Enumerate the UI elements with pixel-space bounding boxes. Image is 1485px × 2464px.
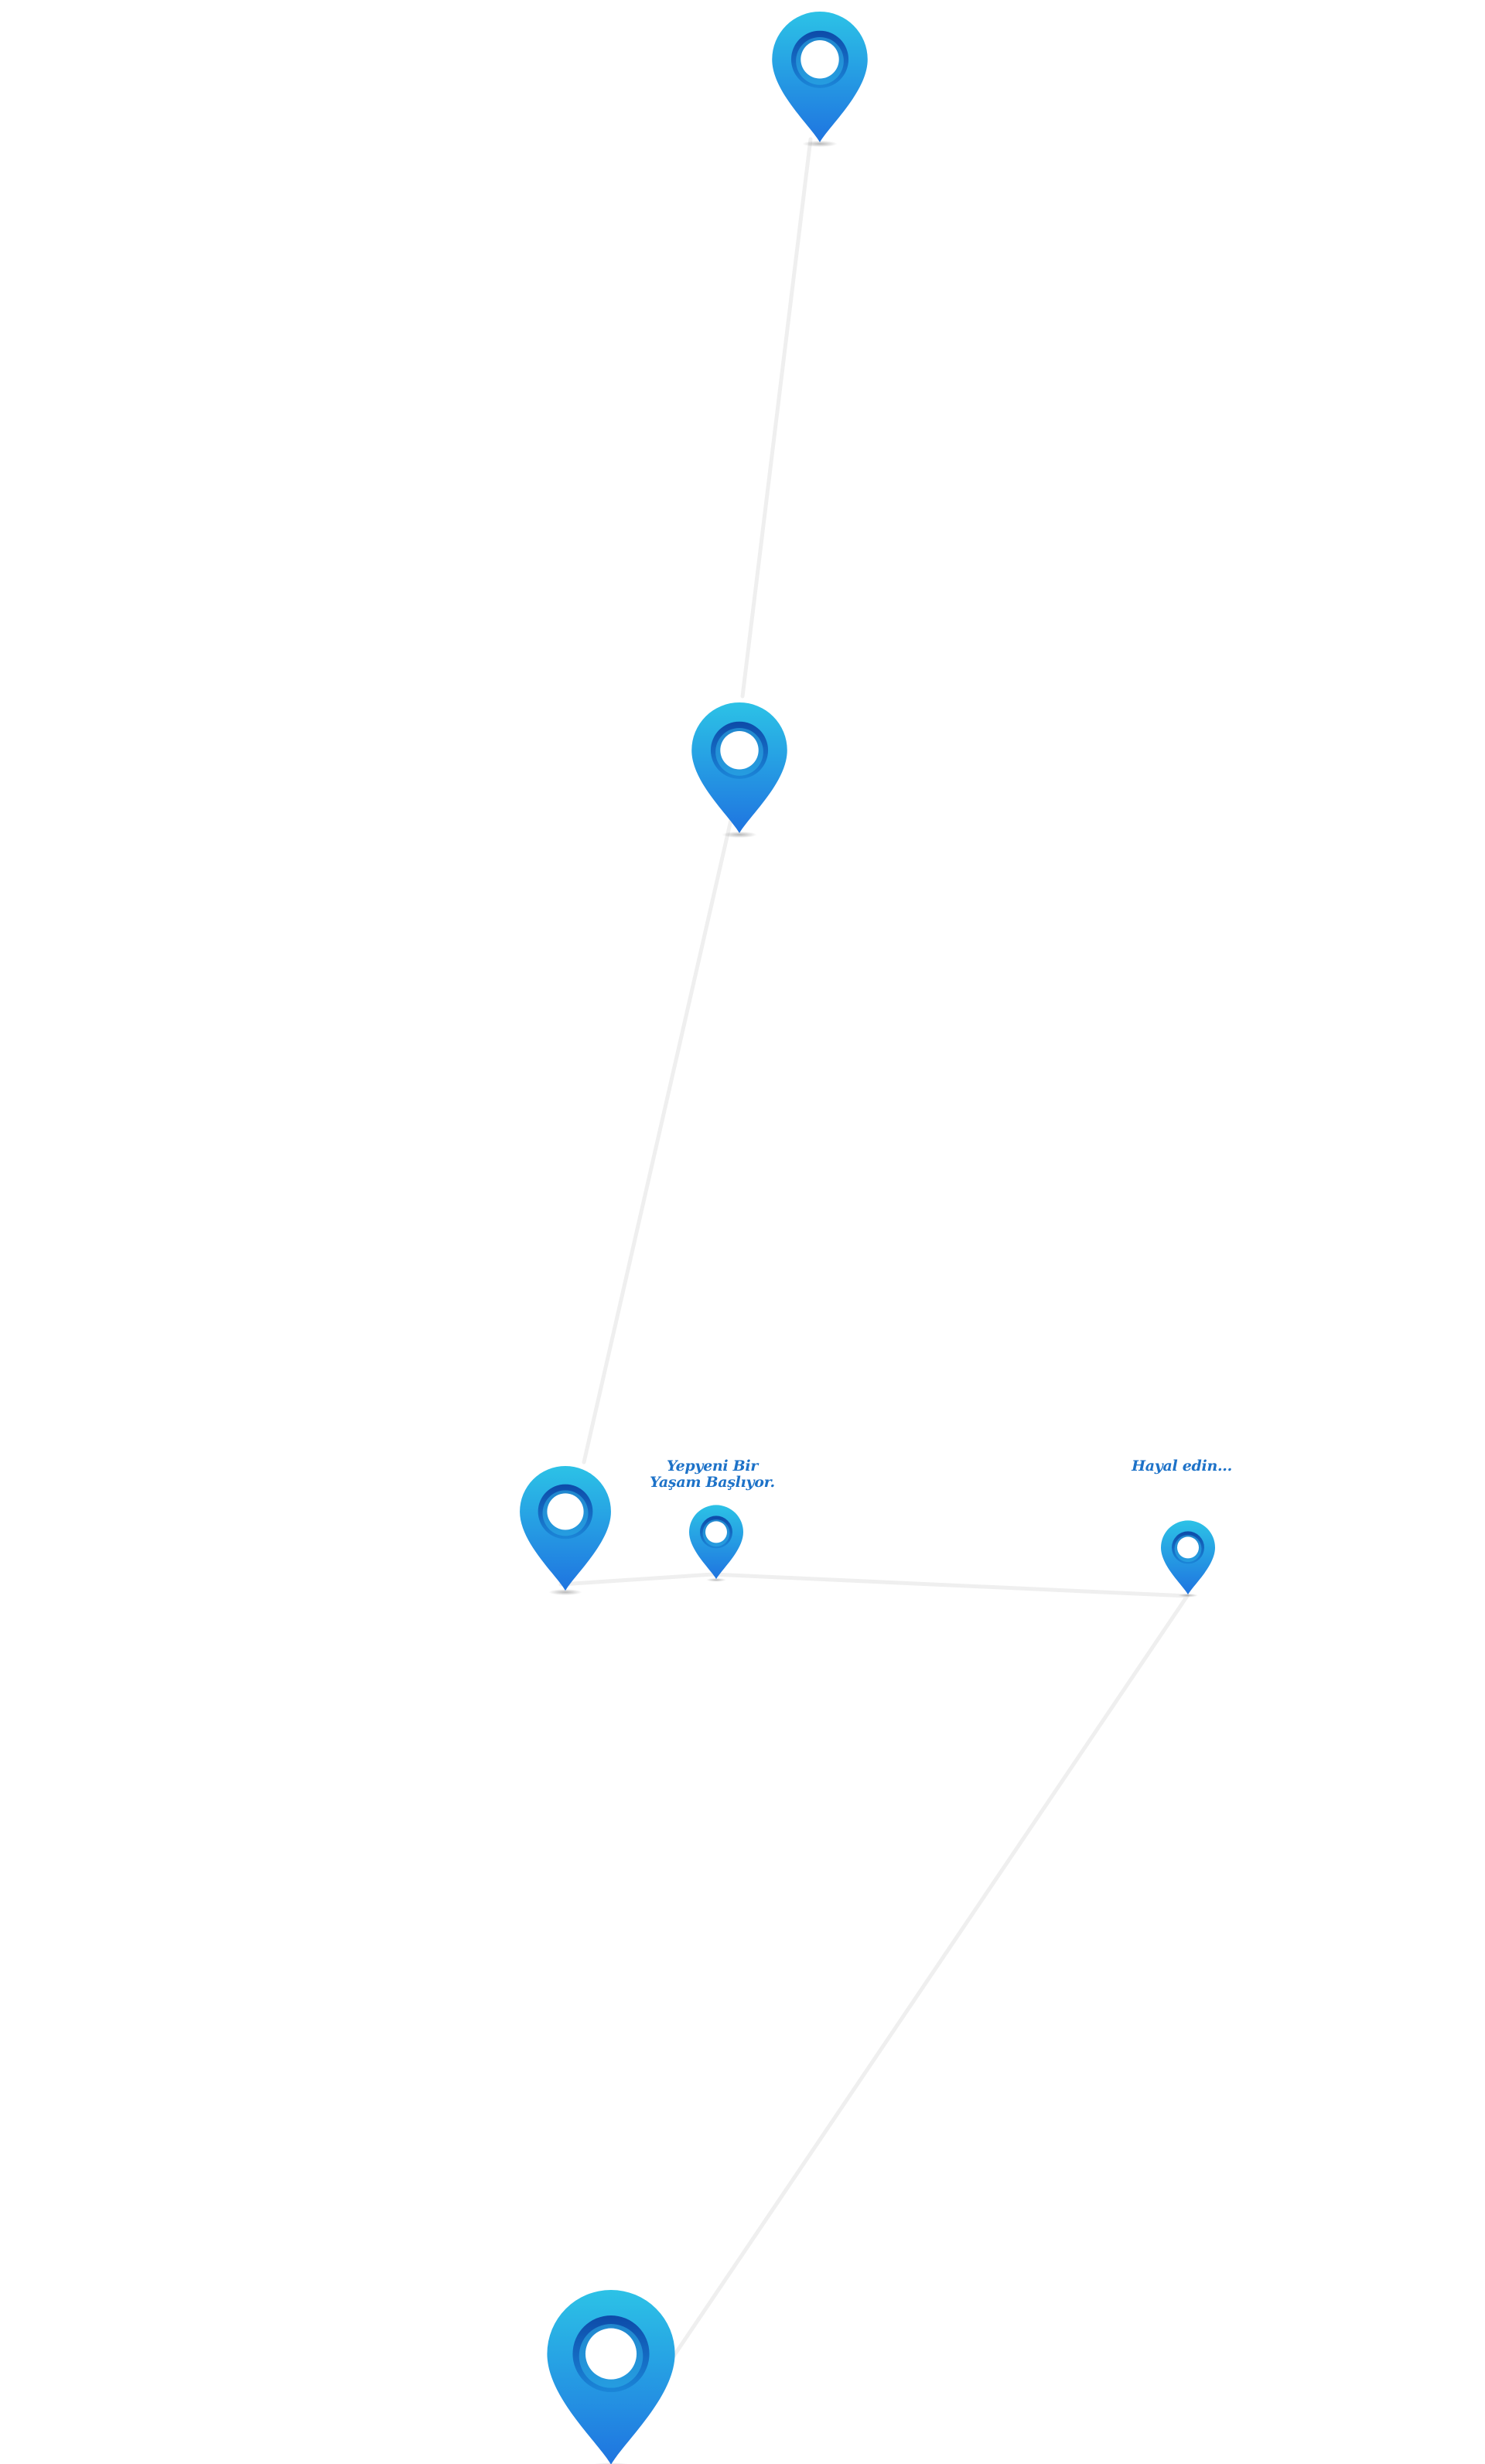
map-pin-2[interactable] [691,702,787,838]
map-marker-icon [520,1466,611,1595]
map-marker-icon [1161,1520,1215,1598]
map-pin-6[interactable] [547,2290,675,2464]
map-pin-5[interactable] [1161,1520,1215,1598]
map-pin-4[interactable] [689,1505,743,1582]
route-segment-4 [711,1572,1190,1598]
map-pin-1[interactable] [772,12,868,147]
route-segment-2 [582,818,733,1464]
map-marker-icon [772,12,868,147]
pin-label-yepyeni-line2: Yaşam Başlıyor. [650,1474,775,1491]
map-marker-icon [691,702,787,838]
route-segment-1 [740,137,813,699]
map-marker-icon [547,2290,675,2464]
route-segment-3 [558,1572,715,1587]
route-lines [558,137,1190,2362]
pin-label-yepyeni: Yepyeni Bir Yaşam Başlıyor. [650,1458,775,1491]
pin-label-yepyeni-line1: Yepyeni Bir [666,1458,759,1475]
pin-label-hayal: Hayal edin... [1132,1458,1232,1475]
map-pin-3[interactable] [520,1466,611,1595]
map-marker-icon [689,1505,743,1582]
route-segment-5 [669,1594,1190,2362]
